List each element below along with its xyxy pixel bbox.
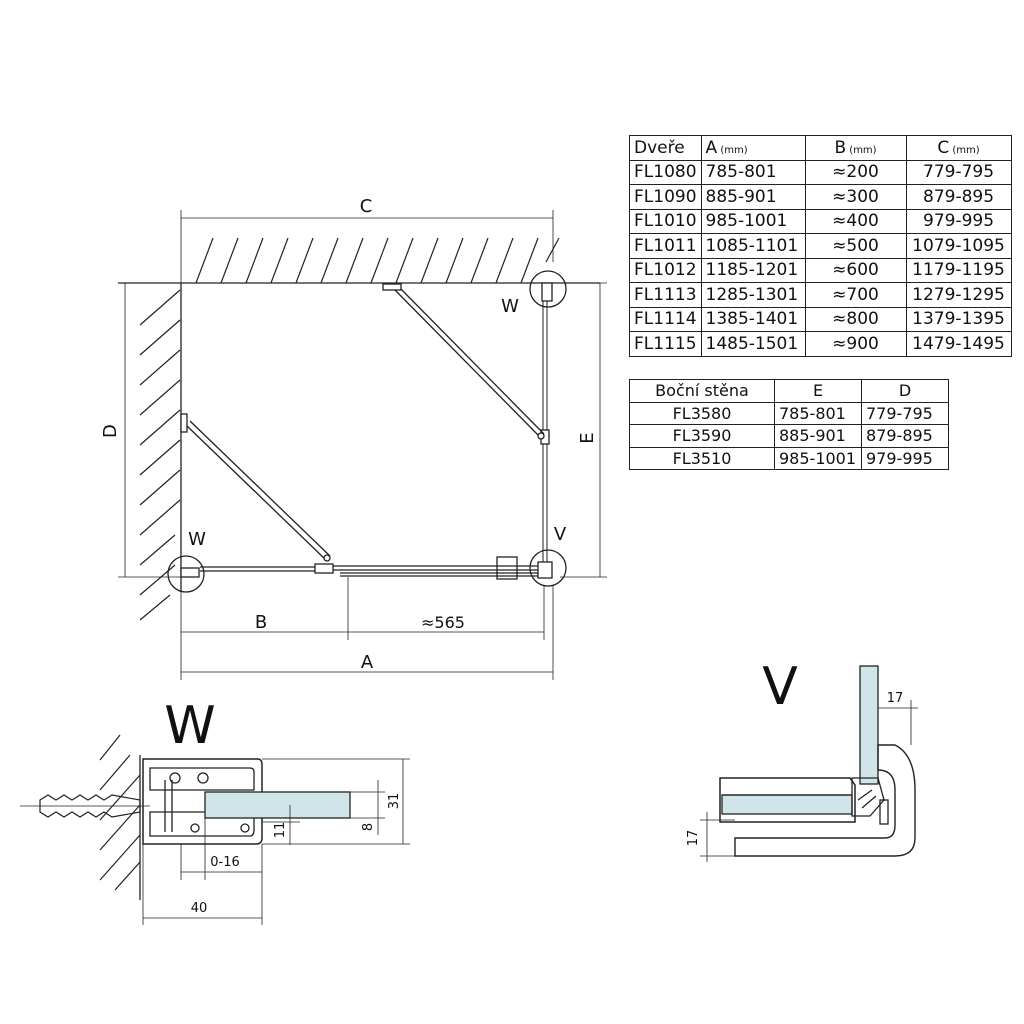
header-c: C (mm) [905, 135, 1012, 161]
table-cell: 885-901 [700, 184, 806, 210]
table-cell: 779-795 [905, 159, 1012, 185]
table-cell: FL3590 [629, 424, 775, 448]
dim-565-label: ≈565 [421, 613, 465, 632]
detail-w [20, 734, 410, 925]
table-cell: 785-801 [774, 401, 862, 425]
table-cell: 1085-1101 [700, 233, 806, 259]
table-cell: 779-795 [861, 401, 949, 425]
table-cell: 1185-1201 [700, 257, 806, 283]
table-cell: 985-1001 [700, 208, 806, 234]
table-cell: 1179-1195 [905, 257, 1012, 283]
dim-31-label: 31 [387, 793, 402, 810]
table-cell: FL3510 [629, 446, 775, 470]
table-cell: 1479-1495 [905, 331, 1012, 357]
header-e: E [774, 379, 862, 403]
table-cell: 1285-1301 [700, 282, 806, 308]
vertical-glass [859, 665, 879, 785]
table-cell: FL1010 [629, 208, 702, 234]
floor-plan [118, 210, 607, 680]
dim-e-label: E [577, 432, 598, 443]
table-cell: 1379-1395 [905, 306, 1012, 332]
dim-8-label: 8 [361, 823, 376, 831]
side-table-header-row: Boční stěna E D [629, 379, 949, 403]
table-cell: FL1012 [629, 257, 702, 283]
table-cell: 979-995 [861, 446, 949, 470]
table-cell: 979-995 [905, 208, 1012, 234]
detail-circle-v [529, 549, 567, 587]
dim-17-top-label: 17 [887, 691, 904, 706]
horizontal-glass [721, 794, 853, 815]
stabilizer-bar-left [180, 413, 331, 562]
label-w-top: W [501, 296, 519, 317]
header-b: B (mm) [804, 135, 907, 161]
dim-11-label: 11 [273, 822, 288, 839]
table-cell: 985-1001 [774, 446, 862, 470]
doors-table-header-row: Dveře A (mm) B (mm) C (mm) [629, 135, 1012, 161]
table-cell: 879-895 [905, 184, 1012, 210]
table-cell: FL1113 [629, 282, 702, 308]
table-cell: FL1115 [629, 331, 702, 357]
table-cell: FL3580 [629, 401, 775, 425]
left-wall-hatching [139, 289, 181, 621]
label-v: V [554, 524, 567, 545]
detail-v-title: V [762, 657, 798, 717]
table-cell: 1385-1401 [700, 306, 806, 332]
table-cell: ≈200 [804, 159, 907, 185]
dim-d-label: D [100, 424, 121, 438]
table-cell: 885-901 [774, 424, 862, 448]
dim-17-left-label: 17 [686, 830, 701, 847]
dim-0-16-label: 0-16 [210, 855, 240, 870]
detail-circle-w-bottom [167, 555, 205, 593]
detail-v [700, 665, 918, 862]
stabilizer-bar-top [382, 283, 545, 440]
glass-panel [204, 791, 351, 819]
table-cell: ≈800 [804, 306, 907, 332]
table-cell: FL1011 [629, 233, 702, 259]
dim-a-label: A [361, 652, 374, 673]
header-bocni-stena: Boční stěna [629, 379, 775, 403]
table-cell: ≈300 [804, 184, 907, 210]
header-d: D [861, 379, 949, 403]
table-cell: 1485-1501 [700, 331, 806, 357]
detail-w-title: W [164, 696, 215, 756]
dim-b-label: B [255, 612, 267, 633]
header-dvere: Dveře [629, 135, 702, 161]
table-cell: ≈600 [804, 257, 907, 283]
table-cell: FL1090 [629, 184, 702, 210]
top-wall-hatching [195, 237, 560, 284]
table-cell: ≈400 [804, 208, 907, 234]
header-a: A (mm) [700, 135, 806, 161]
table-cell: 1279-1295 [905, 282, 1012, 308]
label-w-bottom: W [188, 529, 206, 550]
table-cell: 879-895 [861, 424, 949, 448]
table-cell: FL1080 [629, 159, 702, 185]
table-cell: FL1114 [629, 306, 702, 332]
wall-anchor [20, 794, 150, 818]
table-cell: ≈900 [804, 331, 907, 357]
table-cell: ≈700 [804, 282, 907, 308]
dim-c-label: C [360, 196, 373, 217]
detail-circle-w-top [529, 270, 567, 308]
dim-40-label: 40 [191, 901, 208, 916]
table-cell: ≈500 [804, 233, 907, 259]
door-glass [200, 556, 553, 580]
table-cell: 785-801 [700, 159, 806, 185]
table-cell: 1079-1095 [905, 233, 1012, 259]
